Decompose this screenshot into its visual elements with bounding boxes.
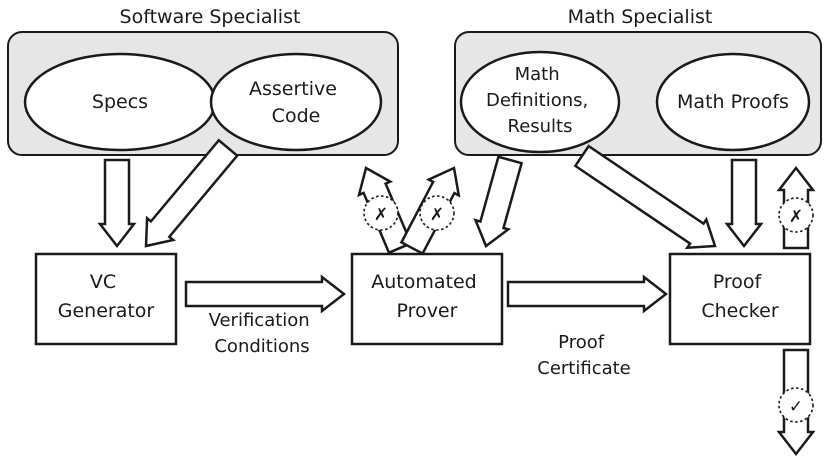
- math-specialist-title: Math Specialist: [568, 6, 713, 28]
- proof-checker-label: Proof Checker: [701, 271, 778, 322]
- proof-certificate-label: Proof Certificate: [537, 332, 631, 379]
- math-defs-to-proof-checker-arrow: [573, 144, 717, 250]
- assertive-code-ellipse: [209, 52, 383, 152]
- proof-checker-box: [668, 252, 812, 346]
- vc-generator-to-automated-prover-arrow: [184, 274, 347, 314]
- prover-reject-circle-left: [363, 195, 399, 231]
- assertive-code-label: Assertive Code: [249, 78, 343, 127]
- assertive-code-to-vc-generator-arrow: [144, 138, 239, 248]
- specs-label: Specs: [92, 91, 148, 113]
- math-defs-to-automated-prover-arrow: [473, 155, 524, 248]
- reject-mark-icon: ✗: [789, 207, 803, 227]
- software-specialist-title: Software Specialist: [120, 6, 301, 28]
- prover-reject-circle-right: [419, 195, 455, 231]
- automated-prover-to-proof-checker-arrow: [506, 274, 669, 314]
- accept-mark-icon: ✓: [789, 397, 803, 417]
- verification-conditions-label: Verification Conditions: [209, 310, 316, 357]
- math-proofs-ellipse: [655, 52, 811, 152]
- math-definitions-ellipse: [459, 50, 621, 154]
- automated-prover-box: [350, 252, 504, 346]
- vc-generator-box: [34, 252, 178, 346]
- automated-prover-label: Automated Prover: [371, 271, 483, 322]
- math-definitions-label: Math Definitions, Results: [486, 64, 594, 137]
- specs-to-vc-generator-arrow: [97, 158, 137, 249]
- checker-reject-circle: [778, 197, 814, 233]
- reject-mark-icon: ✗: [374, 205, 388, 225]
- reject-mark-icon: ✗: [430, 205, 444, 225]
- math-proofs-label: Math Proofs: [677, 91, 789, 113]
- vc-generator-label: VC Generator: [58, 271, 155, 322]
- math-proofs-to-proof-checker-arrow: [724, 158, 764, 249]
- checker-accept-circle: [778, 387, 814, 423]
